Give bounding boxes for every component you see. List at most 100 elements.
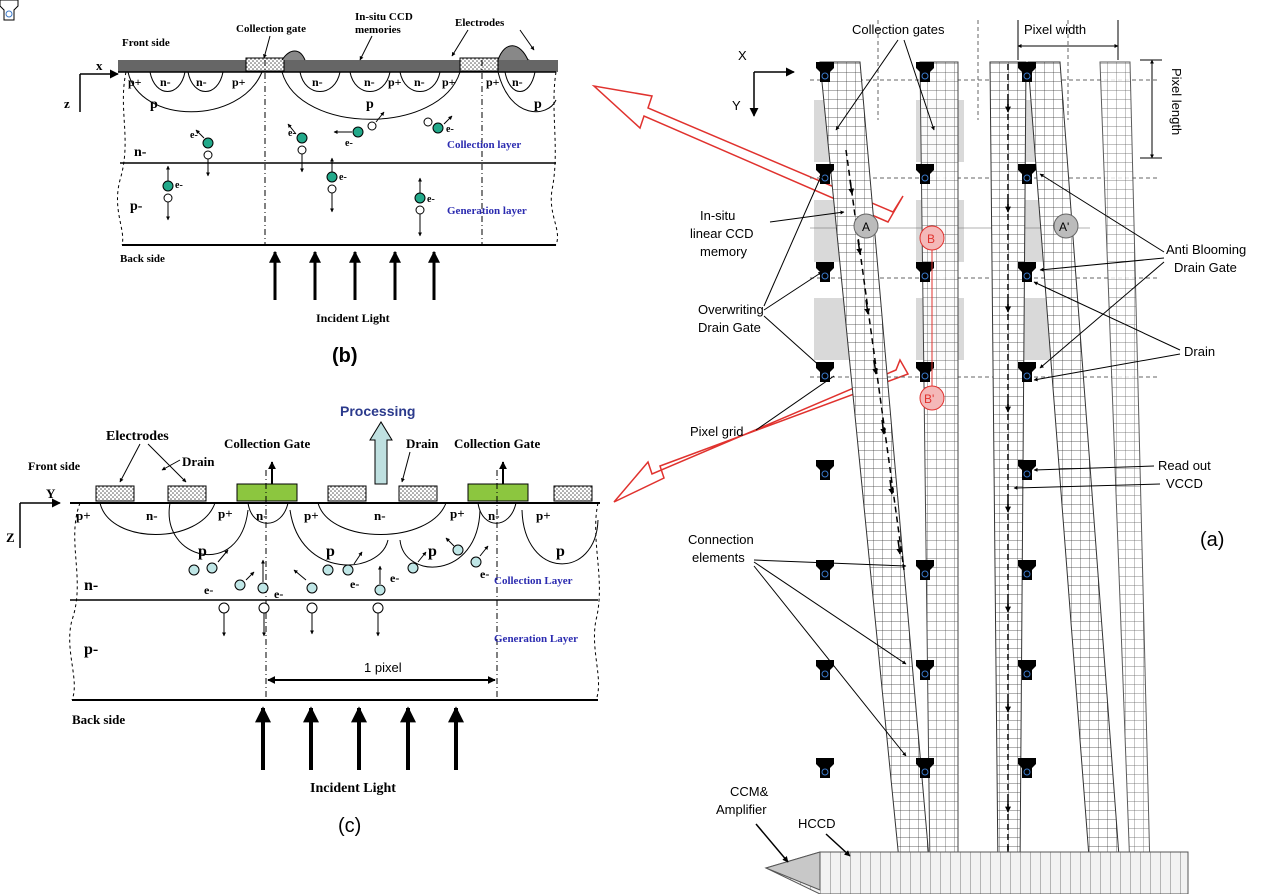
marker-b-prime: B' xyxy=(924,392,934,406)
panel-c-n-4: n- xyxy=(488,508,500,523)
panel-c-electrodes-label: Electrodes xyxy=(106,429,169,444)
panel-a-gate-icons xyxy=(0,0,18,20)
processing-arrow xyxy=(370,422,392,484)
panel-c-collection-gate-1 xyxy=(237,484,297,501)
panel-c-electrode-4 xyxy=(399,486,437,501)
panel-c-drain-left-label: Drain xyxy=(182,454,215,469)
panel-c-back-side-label: Back side xyxy=(72,712,125,727)
panel-c-p-well-1: p xyxy=(198,543,207,560)
panel-b-e-label-1: e- xyxy=(190,130,198,141)
panel-c-collection-gate-right-label: Collection Gate xyxy=(454,436,541,451)
panel-c-collection-gate-2 xyxy=(468,484,528,501)
panel-b-right-edge xyxy=(551,72,557,245)
panel-b-n-5: n- xyxy=(414,75,425,89)
panel-c: Processing Y Z Electrodes xyxy=(6,403,600,837)
panel-b-z-axis-label: z xyxy=(64,96,70,111)
panel-b-p-plus-2: p+ xyxy=(232,75,246,89)
panel-c-e-label-3: e- xyxy=(350,577,359,591)
anti-blooming-label-1: Anti Blooming xyxy=(1166,242,1246,257)
hccd-register xyxy=(766,852,1188,894)
panel-b-left-edge xyxy=(117,72,126,245)
panel-b-p-layer: p- xyxy=(130,199,143,214)
pixel-width-label: Pixel width xyxy=(1024,22,1086,37)
panel-b-e-label-3: e- xyxy=(345,138,353,149)
panel-b-generation-layer-label: Generation layer xyxy=(447,205,527,217)
panel-b-collection-gate-label: Collection gate xyxy=(236,23,306,35)
panel-b-e-label-4: e- xyxy=(446,124,454,135)
panel-b-n-layer: n- xyxy=(134,145,147,160)
panel-b-n-3: n- xyxy=(312,75,323,89)
panel-c-p-plus-4: p+ xyxy=(450,506,465,521)
panel-b-x-axis-label: x xyxy=(96,58,103,73)
panel-c-e-label-4: e- xyxy=(390,571,399,585)
panel-b-front-side-label: Front side xyxy=(122,37,170,49)
panel-c-y-axis-label: Y xyxy=(46,486,56,501)
read-out-vccd-label-1: Read out xyxy=(1158,458,1211,473)
panel-c-electrode-5 xyxy=(554,486,592,501)
panel-b-e-label-2: e- xyxy=(288,128,296,139)
collection-gates-label: Collection gates xyxy=(852,22,945,37)
panel-a-caption: (a) xyxy=(1200,529,1224,551)
panel-c-n-3: n- xyxy=(374,508,386,523)
panel-b-incident-light-arrows xyxy=(275,252,434,300)
one-pixel-label: 1 pixel xyxy=(364,660,402,675)
hccd-label: HCCD xyxy=(798,816,836,831)
panel-b-p-plus-1: p+ xyxy=(128,75,142,89)
panel-b-caption: (b) xyxy=(332,345,358,367)
panel-b-insitu-ccd-label: In-situ CCD xyxy=(355,11,413,23)
panel-b-p-well-1: p xyxy=(150,97,158,112)
panel-b-incident-light-label: Incident Light xyxy=(316,311,390,325)
panel-c-p-well-3: p xyxy=(428,543,437,560)
panel-c-incident-light-label: Incident Light xyxy=(310,781,396,796)
pixel-grid-label: Pixel grid xyxy=(690,424,743,439)
panel-b-n-2: n- xyxy=(196,75,207,89)
panel-b-e-label-6: e- xyxy=(339,172,347,183)
panel-c-collection-gate-left-label: Collection Gate xyxy=(224,436,311,451)
panel-b-p-plus-3: p+ xyxy=(388,75,402,89)
panel-b-collection-gate-2 xyxy=(460,58,498,71)
panel-c-n-2: n- xyxy=(256,508,268,523)
panel-c-p-well-2: p xyxy=(326,543,335,560)
panel-c-p-plus-1: p+ xyxy=(76,508,91,523)
drain-label: Drain xyxy=(1184,344,1215,359)
panel-c-z-axis-label: Z xyxy=(6,530,15,545)
ccm-amplifier-label-2: Amplifier xyxy=(716,802,767,817)
panel-c-collection-layer-label: Collection Layer xyxy=(494,575,573,587)
panel-c-e-label-1: e- xyxy=(204,583,213,597)
panel-b-back-side-label: Back side xyxy=(120,253,165,265)
panel-b-p-plus-5: p+ xyxy=(486,75,500,89)
panel-c-n-layer: n- xyxy=(84,577,98,594)
panel-c-caption: (c) xyxy=(338,815,361,837)
panel-a: X Y xyxy=(0,0,1246,894)
panel-b-p-plus-4: p+ xyxy=(442,75,456,89)
panel-b-electron-arrows xyxy=(168,112,452,236)
anti-blooming-label-2: Drain Gate xyxy=(1174,260,1237,275)
panel-c-electrode-3 xyxy=(328,486,366,501)
panel-b-electrodes-label: Electrodes xyxy=(455,17,505,29)
panel-c-drain-right-label: Drain xyxy=(406,436,439,451)
panel-c-generation-layer-label: Generation Layer xyxy=(494,633,578,645)
panel-c-electrons xyxy=(189,545,481,613)
pixel-length-label: Pixel length xyxy=(1169,68,1184,135)
ccm-amplifier-label-1: CCM& xyxy=(730,784,769,799)
panel-b-p-well-2: p xyxy=(366,97,374,112)
insitu-memory-label-2: linear CCD xyxy=(690,226,754,241)
panel-c-e-label-5: e- xyxy=(480,567,489,581)
panel-c-incident-light-arrows xyxy=(263,708,456,770)
panel-c-p-well-4: p xyxy=(556,543,565,560)
panel-b-n-1: n- xyxy=(160,75,171,89)
panel-c-front-side-label: Front side xyxy=(28,459,81,473)
panel-b-electrons xyxy=(163,118,443,214)
panel-b-n-6: n- xyxy=(512,75,523,89)
panel-b-e-label-5: e- xyxy=(175,180,183,191)
marker-a: A xyxy=(862,220,870,234)
panel-a-x-axis-label: X xyxy=(738,48,747,63)
panel-b-collection-layer-label: Collection layer xyxy=(447,139,521,151)
panel-c-p-plus-5: p+ xyxy=(536,508,551,523)
marker-b: B xyxy=(927,232,935,246)
panel-c-electrode-1 xyxy=(96,486,134,501)
panel-b: x z Front side Collection gate In-situ C… xyxy=(64,11,558,367)
panel-b-e-label-7: e- xyxy=(427,194,435,205)
panel-c-electrode-2 xyxy=(168,486,206,501)
processing-label: Processing xyxy=(340,403,415,419)
